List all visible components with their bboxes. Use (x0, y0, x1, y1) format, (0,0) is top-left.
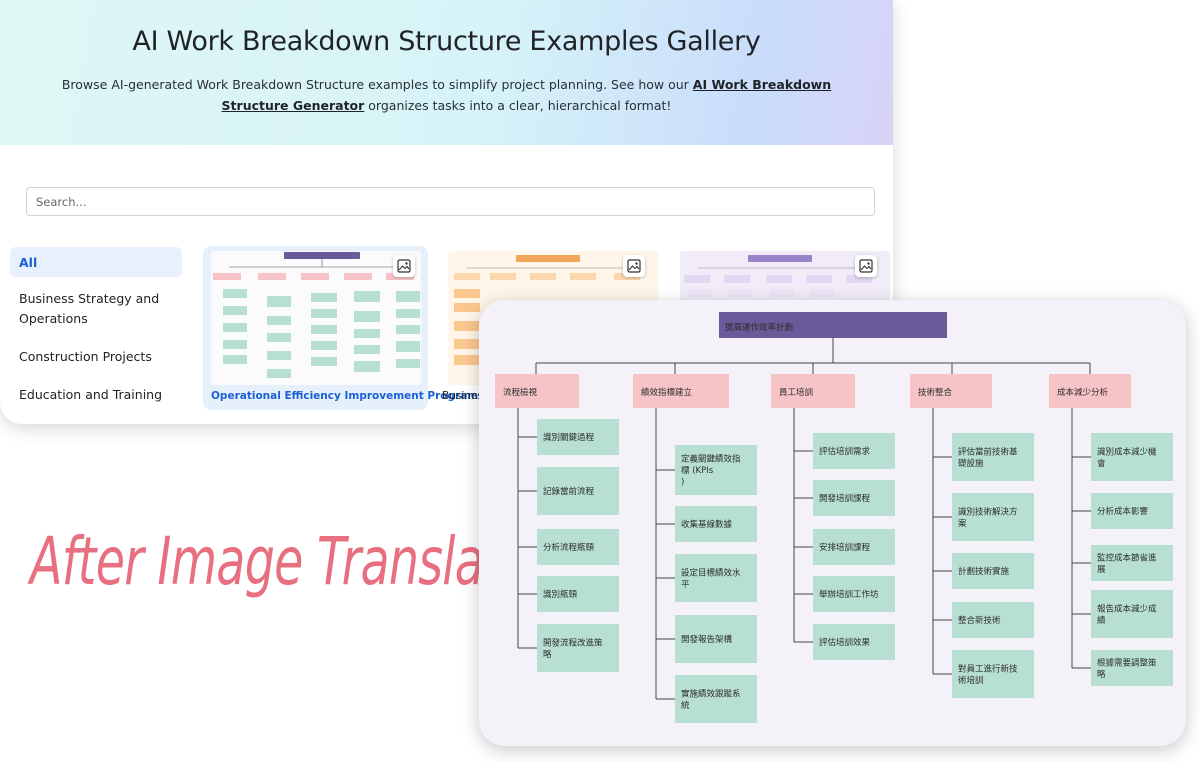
leaf-label: 記錄當前流程 (543, 486, 595, 497)
leaf-node (537, 467, 619, 515)
wbs-diagram: 提高運作效率計劃流程檢視識別關鍵過程記錄當前流程分析流程瓶頸識別瓶頸開發流程改進… (495, 312, 1173, 723)
page-title: AI Work Breakdown Structure Examples Gal… (132, 26, 761, 57)
leaf-node (537, 529, 619, 565)
image-icon[interactable] (623, 255, 645, 277)
leaf-label: 實施績效跟蹤系統 (681, 688, 741, 711)
leaf-label: 監控成本節省進展 (1097, 552, 1157, 575)
page-description: Browse AI-generated Work Breakdown Struc… (30, 74, 863, 116)
leaf-node (675, 506, 757, 542)
image-icon[interactable] (393, 255, 415, 277)
leaf-node (952, 553, 1034, 589)
leaf-node (675, 445, 757, 495)
leaf-label: 開發流程改進策略 (543, 637, 603, 660)
description-text-end: organizes tasks into a clear, hierarchic… (364, 98, 672, 113)
example-thumbnail[interactable] (211, 251, 421, 385)
leaf-label: 安排培訓課程 (819, 542, 871, 553)
category-education[interactable]: Education and Training (19, 387, 163, 402)
leaf-label: 設定目標績效水平 (681, 567, 741, 590)
leaf-label: 分析成本影響 (1097, 506, 1149, 517)
leaf-node (675, 615, 757, 663)
leaf-label: 對員工進行新技術培訓 (958, 663, 1018, 686)
leaf-node (952, 650, 1034, 698)
thumbnail-diagram (213, 252, 420, 378)
leaf-label: 開發報告架構 (681, 634, 733, 645)
leaf-label: 報告成本減少成績 (1097, 603, 1157, 626)
generator-link[interactable]: AI Work Breakdown Structure Generator (221, 77, 832, 113)
category-sidebar: All Business Strategy and Operations Con… (10, 247, 182, 417)
leaf-node (813, 529, 895, 565)
leaf-label: 定義關鍵績效指標 (KPIs) (681, 454, 741, 488)
category-all[interactable]: All (10, 247, 182, 277)
card-caption[interactable]: Operational Efficiency Improvement Progr… (211, 390, 479, 402)
leaf-label: 識別關鍵過程 (543, 432, 595, 443)
leaf-label: 整合新技術 (958, 615, 1001, 626)
leaf-label: 計劃技術實施 (958, 566, 1010, 577)
branch-node (633, 374, 729, 408)
leaf-label: 收集基線數據 (681, 519, 733, 530)
root-label: 提高運作效率計劃 (725, 322, 793, 333)
after-image-translator-label: After Image Translator (30, 523, 549, 600)
card-caption[interactable]: Business (442, 390, 489, 402)
branch-label: 技術整合 (918, 387, 953, 398)
leaf-node (537, 624, 619, 672)
category-business-strategy[interactable]: Business Strategy and Operations (19, 291, 160, 326)
leaf-node (813, 576, 895, 612)
branch-label: 員工培訓 (779, 387, 813, 398)
leaf-node (1091, 650, 1173, 686)
branch-label: 績效指標建立 (641, 387, 693, 398)
search-input[interactable] (26, 187, 875, 216)
leaf-node (1091, 590, 1173, 638)
image-icon[interactable] (855, 255, 877, 277)
branch-node (910, 374, 992, 408)
leaf-label: 評估培訓需求 (819, 446, 871, 457)
leaf-node (1091, 433, 1173, 481)
branch-node (495, 374, 579, 408)
leaf-node (952, 433, 1034, 481)
leaf-node (537, 576, 619, 612)
branch-node (771, 374, 855, 408)
leaf-label: 根據需要調整策略 (1097, 657, 1157, 680)
leaf-node (813, 624, 895, 660)
gallery-page: AI Work Breakdown Structure Examples Gal… (0, 0, 893, 424)
leaf-node (952, 602, 1034, 638)
leaf-label: 評估培訓效果 (819, 637, 871, 648)
leaf-node (952, 493, 1034, 541)
branch-label: 流程檢視 (503, 387, 538, 398)
description-text: Browse AI-generated Work Breakdown Struc… (61, 77, 693, 92)
leaf-label: 識別成本減少機會 (1097, 446, 1157, 469)
branch-label: 成本減少分析 (1057, 387, 1109, 398)
leaf-node (813, 480, 895, 516)
leaf-label: 開發培訓課程 (819, 493, 871, 504)
root-node (719, 312, 947, 338)
leaf-node (813, 433, 895, 469)
example-card[interactable]: Operational Efficiency Improvement Progr… (203, 246, 478, 410)
leaf-label: 舉辦培訓工作坊 (819, 589, 879, 600)
leaf-node (1091, 545, 1173, 581)
leaf-node (675, 675, 757, 723)
leaf-label: 分析流程瓶頸 (543, 542, 595, 553)
leaf-label: 識別技術解決方案 (958, 506, 1018, 529)
leaf-node (675, 554, 757, 602)
hero-banner: AI Work Breakdown Structure Examples Gal… (0, 0, 893, 145)
thumbnail-diagram (684, 255, 872, 297)
leaf-node (537, 419, 619, 455)
leaf-label: 評估當前技術基礎設施 (958, 446, 1018, 469)
leaf-node (1091, 493, 1173, 529)
branch-node (1049, 374, 1131, 408)
category-construction[interactable]: Construction Projects (19, 349, 152, 364)
leaf-label: 識別瓶頸 (543, 589, 578, 600)
translated-diagram-card: 提高運作效率計劃流程檢視識別關鍵過程記錄當前流程分析流程瓶頸識別瓶頸開發流程改進… (479, 300, 1186, 746)
